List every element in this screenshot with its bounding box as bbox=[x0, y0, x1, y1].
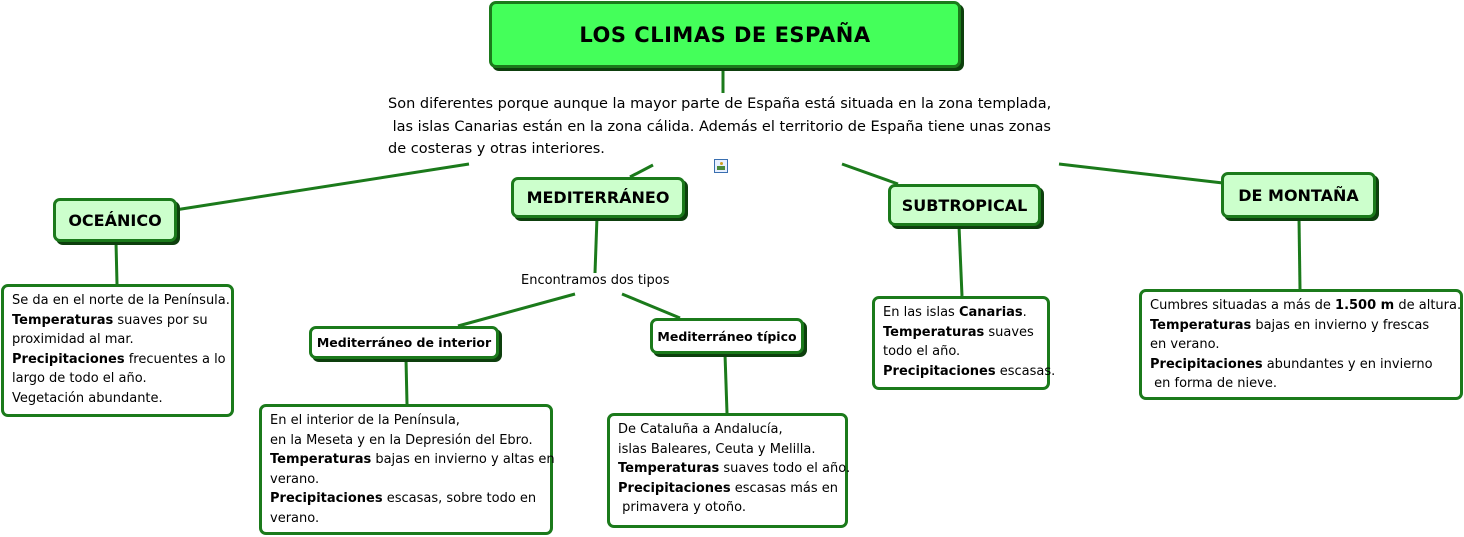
desc-text: en la Meseta y en la Depresión del Ebro. bbox=[270, 432, 533, 448]
desc-text: verano. bbox=[270, 471, 320, 487]
intro-text: Son diferentes porque aunque la mayor pa… bbox=[388, 93, 1051, 161]
main-title[interactable]: LOS CLIMAS DE ESPAÑA bbox=[489, 1, 961, 68]
desc-montana: Cumbres situadas a más de 1.500 m de alt… bbox=[1139, 289, 1463, 400]
intro-line: Son diferentes porque aunque la mayor pa… bbox=[388, 96, 1052, 112]
desc-text: abundantes y en invierno bbox=[1262, 356, 1433, 372]
desc-line: Precipitaciones escasas. bbox=[883, 362, 1055, 382]
desc-line: Cumbres situadas a más de 1.500 m de alt… bbox=[1150, 296, 1461, 316]
desc-text: en verano. bbox=[1150, 337, 1220, 352]
desc-text: En las islas bbox=[883, 305, 959, 320]
desc-text: proximidad al mar. bbox=[12, 332, 134, 347]
desc-line: largo de todo el año. bbox=[12, 369, 223, 389]
desc-bold-term: Canarias bbox=[958, 305, 1023, 320]
desc-bold-term: Precipitaciones bbox=[1150, 356, 1263, 372]
intro-line: de costeras y otras interiores. bbox=[388, 141, 605, 157]
desc-line: Temperaturas bajas en invierno y altas e… bbox=[270, 450, 555, 470]
desc-line: islas Baleares, Ceuta y Melilla. bbox=[618, 440, 837, 460]
desc-text: frecuentes a lo bbox=[124, 351, 226, 367]
desc-bold-term: Precipitaciones bbox=[883, 363, 996, 379]
desc-text: primavera y otoño. bbox=[618, 500, 747, 515]
connector-subtropical-desc bbox=[957, 225, 964, 297]
connector-montana-desc bbox=[1297, 217, 1302, 290]
image-icon[interactable] bbox=[714, 159, 728, 173]
connector-caption-tipico bbox=[621, 292, 681, 320]
desc-text: suaves todo el año. bbox=[719, 461, 851, 476]
caption-dos-tipos: Encontramos dos tipos bbox=[521, 273, 670, 288]
node-oceanico[interactable]: OCEÁNICO bbox=[53, 198, 177, 242]
connector-intro-subtropical bbox=[841, 162, 899, 186]
desc-bold-term: Temperaturas bbox=[270, 452, 372, 467]
connector-caption-interior bbox=[457, 292, 576, 328]
desc-text: bajas en invierno y frescas bbox=[1251, 317, 1430, 333]
desc-text: De Cataluña a Andalucía, bbox=[618, 422, 783, 437]
desc-line: verano. bbox=[270, 509, 542, 529]
node-mediterraneo-tipico[interactable]: Mediterráneo típico bbox=[650, 318, 804, 354]
desc-line: En las islas Canarias. bbox=[883, 303, 1039, 323]
desc-text: escasas más en bbox=[730, 480, 839, 496]
desc-text: islas Baleares, Ceuta y Melilla. bbox=[618, 441, 816, 457]
desc-text: suaves por su bbox=[113, 312, 208, 328]
desc-line: todo el año. bbox=[883, 342, 1039, 362]
desc-text: suaves bbox=[984, 324, 1034, 340]
desc-oceanico: Se da en el norte de la Península. Temper… bbox=[1, 284, 234, 417]
desc-text: todo el año. bbox=[883, 344, 961, 359]
desc-line: proximidad al mar. bbox=[12, 330, 223, 350]
desc-text: verano. bbox=[270, 510, 320, 526]
desc-mediterraneo-interior: En el interior de la Península, en la Mes… bbox=[259, 404, 555, 535]
connector-tipico-desc bbox=[723, 353, 729, 414]
connector-interior-desc bbox=[404, 358, 409, 405]
desc-bold-term: Precipitaciones bbox=[12, 351, 125, 367]
desc-text: de altura. bbox=[1394, 298, 1462, 313]
connector-mediterraneo-caption bbox=[593, 216, 599, 274]
node-montana[interactable]: DE MONTAÑA bbox=[1221, 172, 1376, 218]
desc-text: Se da en el norte de la Península. bbox=[12, 293, 230, 308]
desc-line: En el interior de la Península, bbox=[270, 411, 542, 431]
intro-line: las islas Canarias están en la zona cáli… bbox=[388, 118, 1051, 135]
desc-line: Temperaturas suaves todo el año. bbox=[618, 459, 850, 479]
desc-text: en forma de nieve. bbox=[1150, 376, 1277, 391]
connector-intro-mediterraneo bbox=[629, 163, 654, 179]
desc-line: en verano. bbox=[1150, 335, 1452, 355]
desc-text: largo de todo el año. bbox=[12, 371, 147, 386]
desc-line: en forma de nieve. bbox=[1150, 374, 1452, 394]
desc-line: en la Meseta y en la Depresión del Ebro. bbox=[270, 431, 542, 451]
desc-text: En el interior de la Península, bbox=[270, 413, 460, 428]
desc-line: primavera y otoño. bbox=[618, 498, 837, 518]
desc-line: Temperaturas suaves bbox=[883, 323, 1039, 343]
desc-text: escasas, sobre todo en bbox=[382, 491, 537, 506]
desc-text: . bbox=[1022, 305, 1027, 320]
desc-text: escasas. bbox=[995, 363, 1056, 379]
desc-bold-term: 1.500 m bbox=[1335, 298, 1395, 313]
desc-bold-term: Temperaturas bbox=[618, 461, 720, 476]
desc-line: Vegetación abundante. bbox=[12, 389, 223, 409]
desc-subtropical: En las islas Canarias.Temperaturas suave… bbox=[872, 296, 1055, 390]
desc-line: Temperaturas suaves por su bbox=[12, 311, 223, 331]
connector-oceanico-desc bbox=[114, 241, 119, 285]
desc-bold-term: Temperaturas bbox=[1150, 317, 1252, 333]
desc-text: Cumbres situadas a más de bbox=[1150, 298, 1336, 313]
node-mediterraneo[interactable]: MEDITERRÁNEO bbox=[511, 177, 685, 218]
desc-bold-term: Precipitaciones bbox=[270, 491, 383, 506]
desc-line: Precipitaciones abundantes y en invierno bbox=[1150, 355, 1452, 375]
desc-mediterraneo-tipico: De Cataluña a Andalucía, islas Baleares, … bbox=[607, 413, 850, 528]
desc-line: De Cataluña a Andalucía, bbox=[618, 420, 837, 440]
desc-text: Vegetación abundante. bbox=[12, 390, 163, 406]
node-subtropical[interactable]: SUBTROPICAL bbox=[888, 184, 1041, 226]
desc-bold-term: Temperaturas bbox=[12, 312, 114, 328]
desc-line: Precipitaciones escasas más en bbox=[618, 479, 839, 499]
desc-line: Precipitaciones escasas, sobre todo en bbox=[270, 489, 542, 509]
desc-bold-term: Temperaturas bbox=[883, 324, 985, 340]
connector-intro-montana bbox=[1058, 162, 1224, 185]
desc-bold-term: Precipitaciones bbox=[618, 480, 731, 496]
desc-line: Se da en el norte de la Península. bbox=[12, 291, 230, 311]
desc-line: verano. bbox=[270, 470, 542, 490]
desc-line: Temperaturas bajas en invierno y frescas bbox=[1150, 316, 1452, 336]
desc-text: bajas en invierno y altas en bbox=[371, 452, 555, 467]
node-mediterraneo-interior[interactable]: Mediterráneo de interior bbox=[309, 326, 499, 359]
desc-line: Precipitaciones frecuentes a lo bbox=[12, 350, 226, 370]
connector-intro-oceanico bbox=[174, 162, 470, 212]
